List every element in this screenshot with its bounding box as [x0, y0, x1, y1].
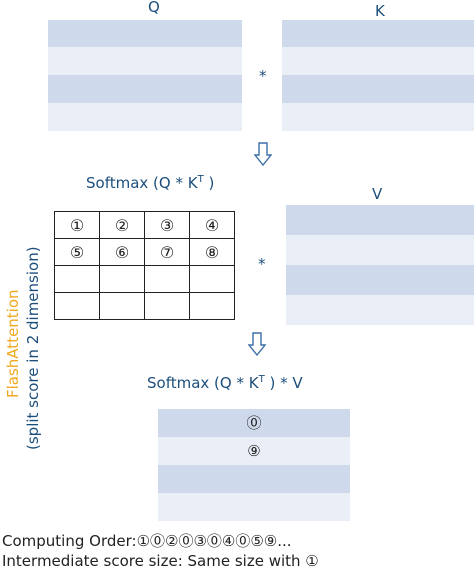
k-row — [282, 75, 474, 103]
output-row — [158, 465, 350, 493]
grid-cell: ⑤ — [54, 238, 100, 266]
grid-row: ⑤ ⑥ ⑦ ⑧ — [54, 238, 235, 266]
q-row — [48, 20, 242, 47]
grid-cell — [54, 292, 100, 320]
multiply-sign: * — [259, 67, 267, 85]
q-label: Q — [148, 0, 160, 16]
output-row: ⓪ — [158, 409, 350, 437]
v-row — [286, 295, 474, 325]
softmax-title: Softmax (Q * KT ) — [86, 174, 215, 192]
k-row — [282, 103, 474, 131]
grid-cell: ④ — [189, 211, 235, 239]
down-arrow-icon — [248, 332, 266, 356]
multiply-sign: * — [258, 255, 266, 273]
grid-cell: ⑥ — [99, 238, 145, 266]
split-score-label: (split score in 2 dimension) — [24, 246, 42, 450]
grid-cell — [144, 292, 190, 320]
grid-cell: ⑦ — [144, 238, 190, 266]
down-arrow-icon — [254, 142, 272, 166]
k-row — [282, 20, 474, 47]
grid-cell: ③ — [144, 211, 190, 239]
grid-cell — [99, 265, 145, 293]
grid-cell: ⑧ — [189, 238, 235, 266]
grid-cell — [189, 265, 235, 293]
v-row — [286, 265, 474, 295]
k-label: K — [375, 2, 385, 20]
q-row — [48, 75, 242, 103]
output-row: ⑨ — [158, 437, 350, 465]
order-sequence: ①⓪②⓪③⓪④⓪⑤⑨... — [136, 532, 292, 550]
grid-row — [54, 265, 235, 293]
grid-cell — [144, 265, 190, 293]
v-label: V — [372, 185, 383, 203]
output-title: Softmax (Q * KT ) * V — [147, 374, 303, 392]
grid-cell: ① — [54, 211, 100, 239]
grid-row — [54, 292, 235, 320]
grid-cell — [189, 292, 235, 320]
grid-cell — [99, 292, 145, 320]
v-row — [286, 205, 474, 235]
v-row — [286, 235, 474, 265]
grid-cell: ② — [99, 211, 145, 239]
score-grid: ① ② ③ ④ ⑤ ⑥ ⑦ ⑧ — [54, 211, 235, 320]
flashattention-label: FlashAttention — [4, 289, 22, 398]
grid-row: ① ② ③ ④ — [54, 211, 235, 239]
q-row — [48, 47, 242, 75]
output-row — [158, 493, 350, 521]
flashattention-side-label: FlashAttention — [4, 289, 22, 398]
grid-cell — [54, 265, 100, 293]
intermediate-score-note: Intermediate score size: Same size with … — [2, 552, 319, 570]
k-row — [282, 47, 474, 75]
computing-order: Computing Order:①⓪②⓪③⓪④⓪⑤⑨... — [2, 532, 292, 550]
q-row — [48, 103, 242, 131]
